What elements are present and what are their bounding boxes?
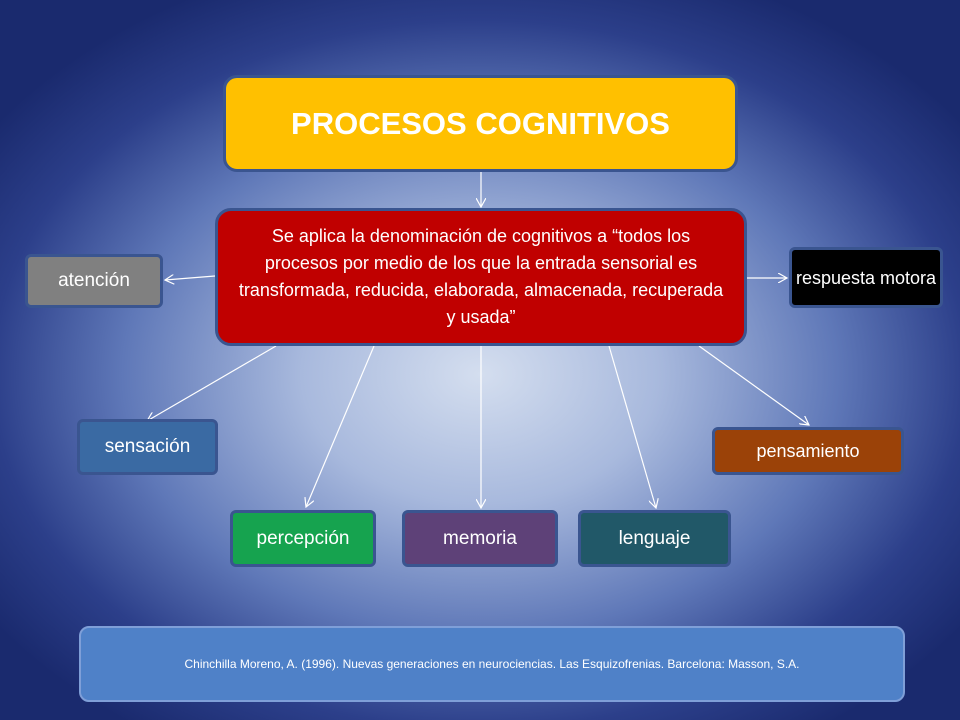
node-memoria-label: memoria xyxy=(443,527,517,549)
citation-text: Chinchilla Moreno, A. (1996). Nuevas gen… xyxy=(184,657,800,671)
arrow-to-atencion xyxy=(165,276,216,280)
node-lenguaje-label: lenguaje xyxy=(618,527,691,549)
title-text: PROCESOS COGNITIVOS xyxy=(291,105,670,141)
node-respuesta-motora-label: respuesta motora xyxy=(795,267,937,288)
node-sensacion-label: sensación xyxy=(104,436,191,457)
node-pensamiento-label: pensamiento xyxy=(756,440,860,461)
node-percepcion: percepción xyxy=(230,510,376,567)
node-atencion-label: atención xyxy=(58,270,130,291)
arrow-to-pensamiento xyxy=(698,345,809,425)
node-respuesta-motora: respuesta motora xyxy=(789,247,943,308)
node-atencion: atención xyxy=(25,254,163,308)
arrow-to-sensacion xyxy=(147,345,277,421)
arrow-to-lenguaje xyxy=(608,345,656,508)
definition-text: Se aplica la denominación de cognitivos … xyxy=(238,226,724,327)
node-memoria: memoria xyxy=(402,510,558,567)
definition-box: Se aplica la denominación de cognitivos … xyxy=(215,208,747,346)
citation-box: Chinchilla Moreno, A. (1996). Nuevas gen… xyxy=(79,626,905,702)
title-box: PROCESOS COGNITIVOS xyxy=(223,75,738,172)
node-sensacion: sensación xyxy=(77,419,218,475)
node-lenguaje: lenguaje xyxy=(578,510,731,567)
node-pensamiento: pensamiento xyxy=(712,427,904,475)
node-percepcion-label: percepción xyxy=(256,527,350,549)
arrow-to-percepcion xyxy=(306,345,375,507)
